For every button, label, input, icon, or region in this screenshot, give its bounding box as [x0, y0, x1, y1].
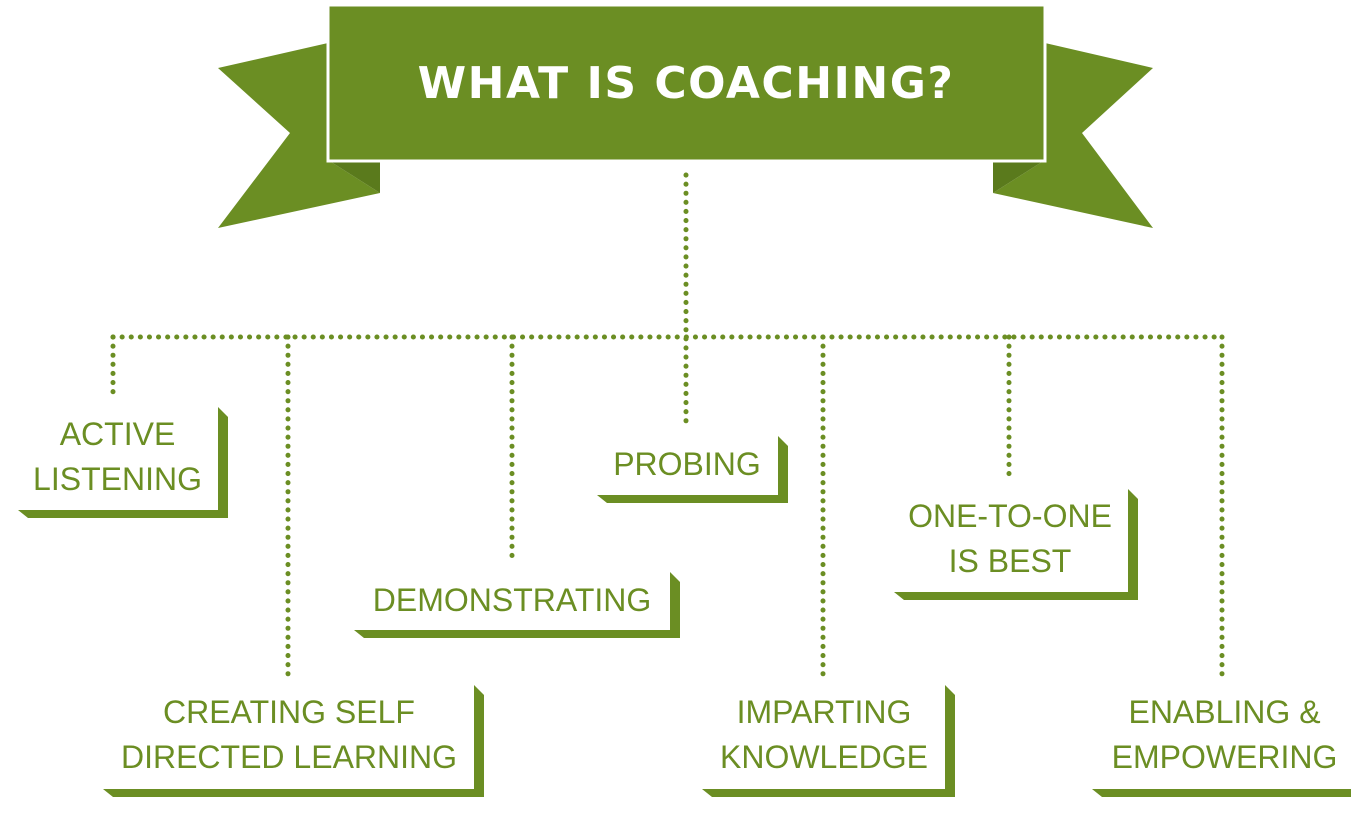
label-active-listening: ACTIVE LISTENING [33, 416, 202, 497]
banner-title: WHAT IS COACHING? [417, 57, 955, 109]
bracket-demonstrating [354, 572, 680, 638]
label-demonstrating: DEMONSTRATING [372, 581, 652, 618]
label-imparting-knowledge: IMPARTING KNOWLEDGE [719, 694, 929, 775]
banner-body [326, 3, 1047, 163]
banner-left-fold [328, 160, 380, 193]
banner-left-tail [218, 43, 380, 228]
label-probing: PROBING [613, 445, 761, 482]
label-enabling-empowering: ENABLING & EMPOWERING [1111, 694, 1338, 775]
banner-right-tail [993, 43, 1153, 228]
label-creating-self-directed-learning: CREATING SELF DIRECTED LEARNING [120, 694, 458, 775]
label-one-to-one-is-best: ONE-TO-ONE IS BEST [908, 498, 1112, 579]
banner-right-fold [993, 160, 1045, 193]
bracket-enabling-empowering [1092, 789, 1351, 797]
label-brackets [18, 407, 1351, 797]
bracket-probing [597, 436, 788, 503]
connectors [110, 172, 1225, 678]
